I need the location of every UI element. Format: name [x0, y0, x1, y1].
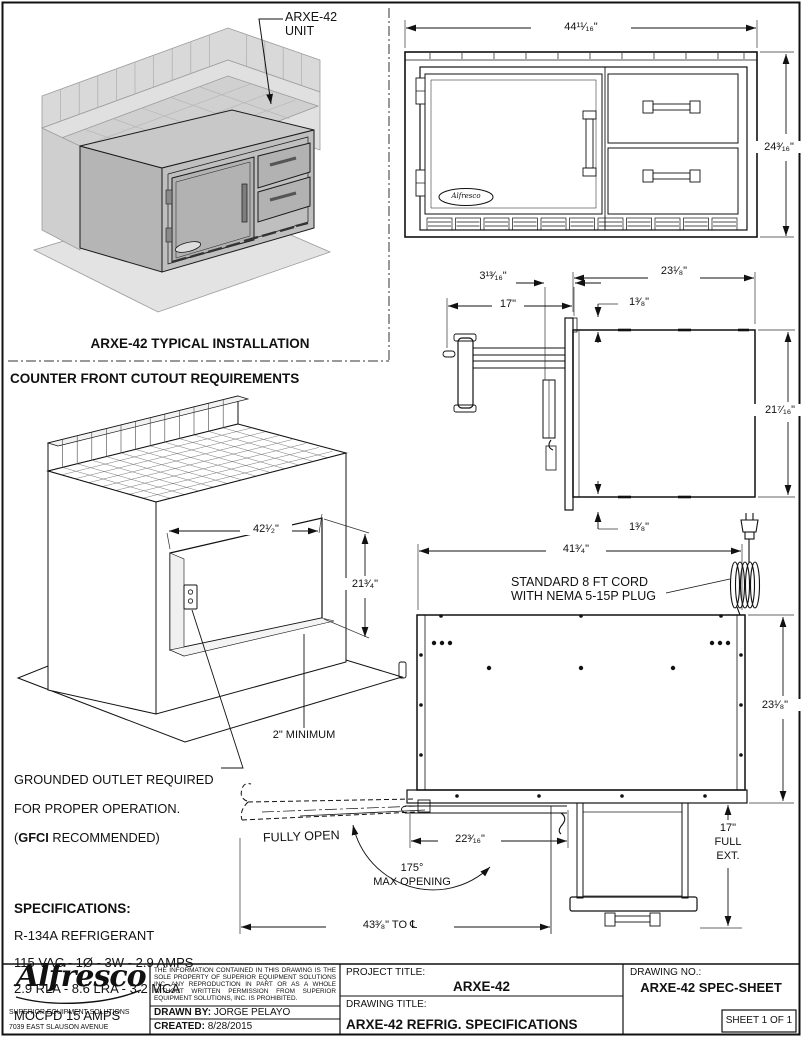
company-name: SUPERIOR EQUIPMENT SOLUTIONS: [9, 1008, 130, 1016]
side-top-lip-dim: 1³⁄₈": [620, 296, 658, 309]
side-front-offset-dim: 3¹³⁄₁₆": [464, 270, 522, 283]
spec-line: 115 VAC - 1Ø - 3W - 2.9 AMPS: [14, 954, 194, 970]
specifications-title: SPECIFICATIONS:: [14, 901, 131, 917]
installation-view-drawing: [32, 18, 332, 313]
screw-dots: [419, 614, 743, 798]
opening-angle-caption: MAX OPENING: [373, 876, 451, 888]
spec-line: MOCPD 15 AMPS: [14, 1008, 121, 1024]
plan-depth-dim: 23¹⁄₈": [749, 699, 801, 712]
cutout-width-dim: 42¹⁄₂": [240, 523, 292, 536]
drawn-by: DRAWN BY: JORGE PELAYO: [154, 1007, 291, 1018]
unit-label-leader: [258, 18, 283, 105]
gfci-text: GFCI: [18, 829, 49, 845]
drawing-no-label: DRAWING NO.:: [630, 967, 702, 978]
door-logo-text: Alfresco: [451, 192, 481, 200]
cord-leader: [665, 578, 731, 594]
front-width-dim: 44¹¹⁄₁₆": [531, 21, 631, 34]
open-door-dashed: [240, 783, 416, 821]
front-view-drawing: [404, 20, 794, 238]
spec-line: 2.9 RLA - 8.6 LRA - 3.2 MCA: [14, 981, 181, 997]
unit-callout-label: ARXE-42 UNIT: [285, 10, 338, 39]
spec-line: R-134A REFRIGERANT: [14, 927, 155, 943]
created: CREATED: 8/28/2015: [154, 1021, 253, 1032]
door-width-dim: 22³⁄₁₆": [441, 833, 499, 846]
drawing-title-label: DRAWING TITLE:: [346, 999, 427, 1010]
address-line1: 7039 EAST SLAUSON AVENUE: [9, 1024, 109, 1032]
full-extension-dim: 17" FULL EXT.: [711, 822, 745, 864]
clearance-note: 2" MINIMUM: [272, 729, 336, 741]
outlet-note-line3: (GFCI RECOMMENDED): [14, 829, 160, 845]
specifications-block: SPECIFICATIONS: R-134A REFRIGERANT 115 V…: [14, 889, 274, 1036]
cord-note: STANDARD 8 FT CORD WITH NEMA 5-15P PLUG: [511, 575, 656, 604]
outlet-note-line1: GROUNDED OUTLET REQUIRED: [14, 771, 214, 787]
side-depth-dim: 23¹⁄₈": [646, 265, 702, 278]
power-cord: [729, 513, 761, 616]
sheet-number: SHEET 1 OF 1: [725, 1015, 793, 1026]
project-title-label: PROJECT TITLE:: [346, 967, 426, 978]
disclaimer: THE INFORMATION CONTAINED IN THIS DRAWIN…: [154, 967, 336, 1003]
section-separators: [8, 8, 390, 362]
opening-angle: 175°: [400, 862, 424, 874]
title-block-borders: [3, 963, 799, 1034]
logo-swash: [15, 989, 142, 1004]
side-extension-dim: 17": [493, 298, 523, 311]
installation-caption: ARXE-42 TYPICAL INSTALLATION: [90, 336, 310, 351]
project-title-value: ARXE-42: [452, 979, 511, 994]
plan-width-dim: 41³⁄₄": [546, 543, 606, 556]
cutout-heading: COUNTER FRONT CUTOUT REQUIREMENTS: [10, 371, 300, 386]
cutout-height-dim: 21³⁄₄": [340, 578, 390, 591]
drawing-no-value: ARXE-42 SPEC-SHEET: [640, 980, 782, 995]
centerline-dim: 43³⁄₈" TO ℄: [328, 919, 452, 932]
extended-drawer: [569, 802, 698, 927]
drawing-title-value: ARXE-42 REFRIG. SPECIFICATIONS: [346, 1017, 578, 1032]
side-height-dim: 21⁷⁄₁₆": [752, 404, 802, 417]
cutout-view-drawing: [16, 395, 404, 769]
side-view-drawing: [442, 272, 795, 530]
vent-grille: [426, 217, 738, 231]
outlet-leader: [191, 609, 244, 769]
side-bottom-lip-dim: 1³⁄₈": [620, 521, 658, 534]
company-address: SUPERIOR EQUIPMENT SOLUTIONS 7039 EAST S…: [9, 1001, 149, 1037]
outlet-note-line2: FOR PROPER OPERATION.: [14, 800, 181, 816]
plan-view-drawing: [239, 513, 794, 934]
front-height-dim: 24³⁄₁₆": [753, 141, 802, 154]
opening-arc: [351, 824, 491, 891]
alfresco-logo: Alfresco: [16, 959, 147, 994]
outlet-note: GROUNDED OUTLET REQUIRED FOR PROPER OPER…: [14, 758, 254, 860]
